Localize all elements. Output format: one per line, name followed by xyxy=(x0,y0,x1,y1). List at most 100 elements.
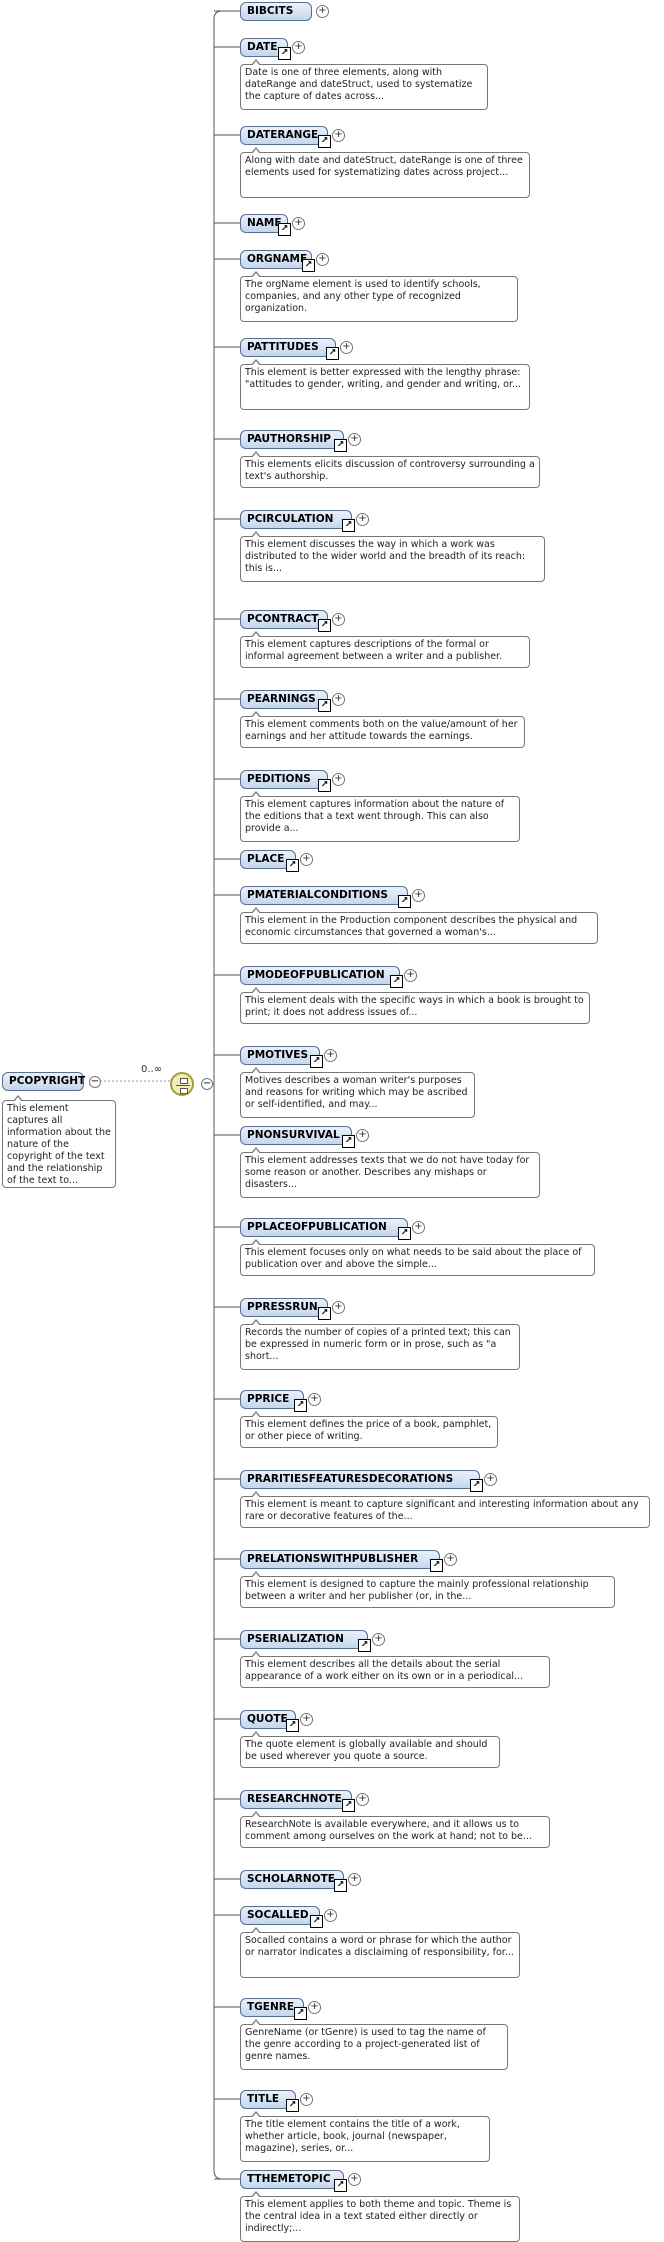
expand-icon[interactable]: + xyxy=(340,341,353,354)
child-element-node[interactable]: PEARNINGS↗ xyxy=(240,690,331,712)
reference-arrow-icon: ↗ xyxy=(318,1307,331,1320)
reference-arrow-icon: ↗ xyxy=(302,259,315,272)
child-doc-text: This element is better expressed with th… xyxy=(245,367,522,390)
child-element-node[interactable]: DATE↗ xyxy=(240,38,291,60)
child-doc-box: Motives describes a woman writer's purpo… xyxy=(240,1067,475,1118)
child-doc-text: This element defines the price of a book… xyxy=(245,1419,492,1442)
child-doc-box: Along with date and dateStruct, dateRang… xyxy=(240,147,530,198)
reference-arrow-icon: ↗ xyxy=(294,1399,307,1412)
expand-icon[interactable]: + xyxy=(404,969,417,982)
child-element-node[interactable]: TITLE↗ xyxy=(240,2090,299,2112)
reference-arrow-icon: ↗ xyxy=(342,1799,355,1812)
child-element-label: RESEARCHNOTE xyxy=(247,1793,342,1805)
child-doc-box: Records the number of copies of a printe… xyxy=(240,1319,520,1370)
child-element-node[interactable]: DATERANGE↗ xyxy=(240,126,331,148)
child-doc-box: This element captures information about … xyxy=(240,791,520,842)
expand-icon[interactable]: + xyxy=(292,217,305,230)
child-element-node[interactable]: TGENRE↗ xyxy=(240,1998,307,2020)
expand-icon[interactable]: + xyxy=(348,433,361,446)
child-doc-box: This element applies to both theme and t… xyxy=(240,2191,520,2242)
child-element-node[interactable]: PCIRCULATION↗ xyxy=(240,510,355,532)
expand-icon[interactable]: + xyxy=(356,1129,369,1142)
child-element-label: BIBCITS xyxy=(247,5,294,17)
reference-arrow-icon: ↗ xyxy=(310,1915,323,1928)
child-element-node[interactable]: PEDITIONS↗ xyxy=(240,770,331,792)
expand-icon[interactable]: + xyxy=(356,513,369,526)
reference-arrow-icon: ↗ xyxy=(342,1135,355,1148)
expand-icon[interactable]: + xyxy=(292,41,305,54)
child-element-label: PAUTHORSHIP xyxy=(247,433,331,445)
occurrence-label: 0..∞ xyxy=(141,1064,163,1075)
child-element-label: SOCALLED xyxy=(247,1909,309,1921)
child-element-node[interactable]: PMODEOFPUBLICATION↗ xyxy=(240,966,403,988)
child-element-node[interactable]: SCHOLARNOTE↗ xyxy=(240,1870,347,1892)
child-element-node[interactable]: PRARITIESFEATURESDECORATIONS↗ xyxy=(240,1470,483,1492)
expand-icon[interactable]: + xyxy=(308,1393,321,1406)
expand-icon[interactable]: + xyxy=(348,1873,361,1886)
child-doc-box: ResearchNote is available everywhere, an… xyxy=(240,1811,550,1848)
expand-icon[interactable]: + xyxy=(356,1793,369,1806)
expand-icon[interactable]: + xyxy=(332,693,345,706)
child-element-node[interactable]: PATTITUDES↗ xyxy=(240,338,339,360)
child-element-node[interactable]: PAUTHORSHIP↗ xyxy=(240,430,347,452)
child-element-label: PRARITIESFEATURESDECORATIONS xyxy=(247,1473,454,1485)
child-doc-box: This element addresses texts that we do … xyxy=(240,1147,540,1198)
child-element-node[interactable]: PLACE↗ xyxy=(240,850,299,872)
child-element-node[interactable]: SOCALLED↗ xyxy=(240,1906,323,1928)
reference-arrow-icon: ↗ xyxy=(334,2179,347,2192)
child-doc-text: Motives describes a woman writer's purpo… xyxy=(245,1075,468,1110)
child-element-node[interactable]: PNONSURVIVAL↗ xyxy=(240,1126,355,1148)
reference-arrow-icon: ↗ xyxy=(294,2007,307,2020)
expand-icon[interactable]: + xyxy=(372,1633,385,1646)
expand-icon[interactable]: + xyxy=(412,1221,425,1234)
expand-icon[interactable]: + xyxy=(324,1909,337,1922)
reference-arrow-icon: ↗ xyxy=(318,135,331,148)
expand-icon[interactable]: + xyxy=(484,1473,497,1486)
child-element-label: PEDITIONS xyxy=(247,773,311,785)
expand-icon[interactable]: + xyxy=(332,613,345,626)
child-element-node[interactable]: PMATERIALCONDITIONS↗ xyxy=(240,886,411,908)
expand-icon[interactable]: + xyxy=(444,1553,457,1566)
child-element-node[interactable]: PRELATIONSWITHPUBLISHER↗ xyxy=(240,1550,443,1572)
expand-icon[interactable]: + xyxy=(300,853,313,866)
expand-icon[interactable]: + xyxy=(412,889,425,902)
reference-arrow-icon: ↗ xyxy=(278,47,291,60)
root-element-node[interactable]: PCOPYRIGHT xyxy=(2,1072,85,1091)
child-element-node[interactable]: QUOTE↗ xyxy=(240,1710,299,1732)
child-element-node[interactable]: PPRESSRUN↗ xyxy=(240,1298,331,1320)
child-element-node[interactable]: BIBCITS xyxy=(240,2,312,21)
collapse-icon[interactable]: − xyxy=(89,1076,101,1088)
child-element-node[interactable]: ORGNAME↗ xyxy=(240,250,315,272)
expand-icon[interactable]: + xyxy=(308,2001,321,2014)
expand-icon[interactable]: + xyxy=(316,5,329,18)
child-doc-box: The orgName element is used to identify … xyxy=(240,271,518,322)
expand-icon[interactable]: + xyxy=(324,1049,337,1062)
child-doc-text: This element addresses texts that we do … xyxy=(245,1155,530,1190)
expand-icon[interactable]: + xyxy=(332,129,345,142)
child-element-node[interactable]: NAME↗ xyxy=(240,214,291,236)
sequence-compositor-icon[interactable] xyxy=(170,1072,194,1096)
child-doc-box: This element is better expressed with th… xyxy=(240,359,530,410)
expand-icon[interactable]: + xyxy=(300,2093,313,2106)
collapse-icon[interactable]: − xyxy=(201,1078,213,1090)
child-element-node[interactable]: PCONTRACT↗ xyxy=(240,610,331,632)
expand-icon[interactable]: + xyxy=(316,253,329,266)
child-doc-text: This element applies to both theme and t… xyxy=(245,2199,512,2234)
child-element-node[interactable]: PMOTIVES↗ xyxy=(240,1046,323,1068)
expand-icon[interactable]: + xyxy=(348,2173,361,2186)
expand-icon[interactable]: + xyxy=(300,1713,313,1726)
child-doc-text: The orgName element is used to identify … xyxy=(245,279,481,314)
child-element-node[interactable]: RESEARCHNOTE↗ xyxy=(240,1790,355,1812)
child-doc-text: This element comments both on the value/… xyxy=(245,719,518,742)
expand-icon[interactable]: + xyxy=(332,773,345,786)
expand-icon[interactable]: + xyxy=(332,1301,345,1314)
child-element-node[interactable]: PSERIALIZATION↗ xyxy=(240,1630,371,1652)
child-element-node[interactable]: PPLACEOFPUBLICATION↗ xyxy=(240,1218,411,1240)
child-doc-text: The quote element is globally available … xyxy=(245,1739,488,1762)
child-element-label: PPRICE xyxy=(247,1393,290,1405)
child-element-node[interactable]: TTHEMETOPIC↗ xyxy=(240,2170,347,2192)
child-doc-box: This element comments both on the value/… xyxy=(240,711,525,748)
reference-arrow-icon: ↗ xyxy=(318,699,331,712)
child-doc-box: This element focuses only on what needs … xyxy=(240,1239,595,1276)
child-element-node[interactable]: PPRICE ↗ xyxy=(240,1390,307,1412)
